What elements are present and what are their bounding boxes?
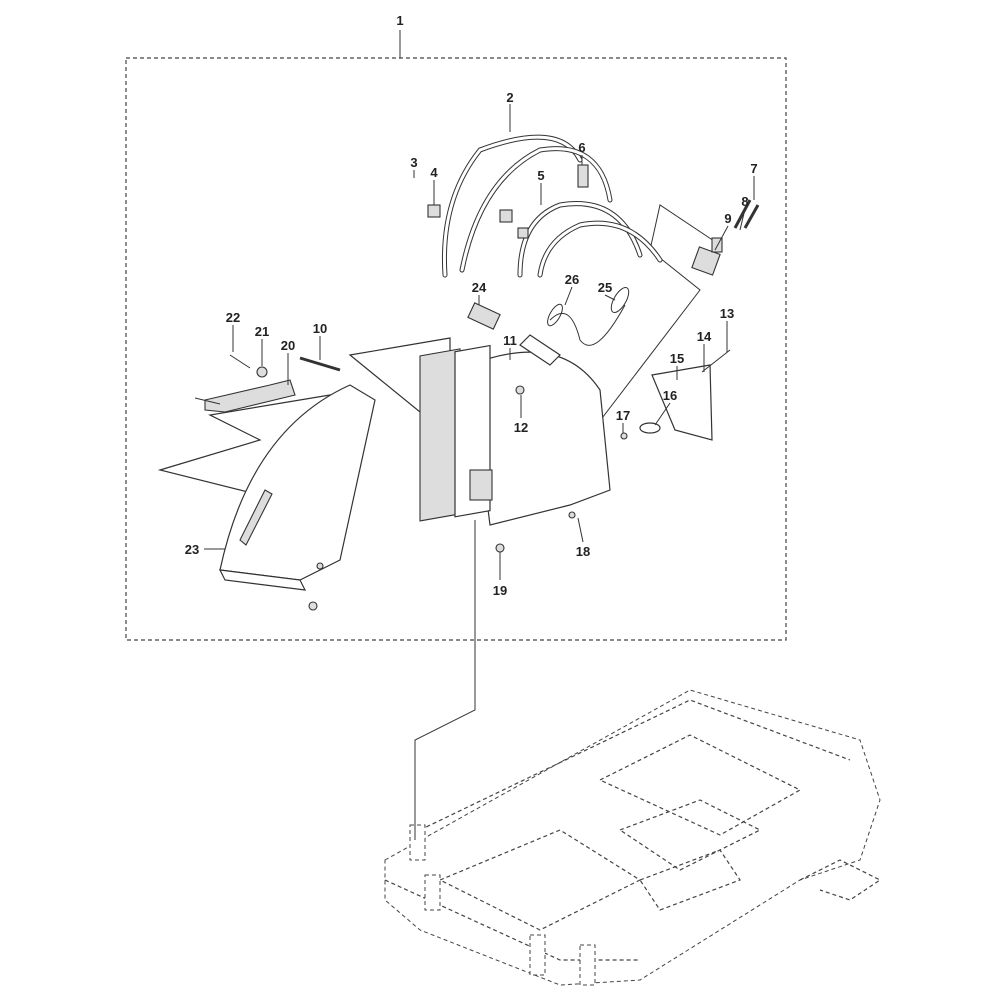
bracket-part xyxy=(204,379,296,413)
callout-22: 22 xyxy=(226,310,240,325)
callout-17: 17 xyxy=(616,408,630,423)
callout-2: 2 xyxy=(506,90,513,105)
callout-10: 10 xyxy=(313,321,327,336)
lanyard-cable xyxy=(549,304,626,346)
rear-hood xyxy=(218,384,376,611)
callout-1: 1 xyxy=(396,13,403,28)
valve-block xyxy=(691,246,721,276)
callout-14: 14 xyxy=(697,329,712,344)
callout-6: 6 xyxy=(578,140,585,155)
blade-guard xyxy=(419,334,611,526)
callout-4: 4 xyxy=(430,165,438,180)
callout-15: 15 xyxy=(670,351,684,366)
callout-11: 11 xyxy=(503,333,517,348)
water-hoses xyxy=(441,134,663,278)
callout-18: 18 xyxy=(576,544,590,559)
callout-13: 13 xyxy=(720,306,734,321)
callout-5: 5 xyxy=(537,168,544,183)
assembly-boundary xyxy=(125,57,787,641)
callout-8: 8 xyxy=(741,194,748,209)
callout-12: 12 xyxy=(514,420,528,435)
callout-20: 20 xyxy=(281,338,295,353)
cover-plate xyxy=(651,364,713,441)
callout-19: 19 xyxy=(493,583,507,598)
callout-24: 24 xyxy=(472,280,487,295)
callout-23: 23 xyxy=(185,542,199,557)
callout-26: 26 xyxy=(565,272,579,287)
leader-to-base xyxy=(414,520,476,840)
callout-9: 9 xyxy=(724,211,731,226)
callout-21: 21 xyxy=(255,324,269,339)
callout-3: 3 xyxy=(410,155,417,170)
fitting-part xyxy=(577,164,589,188)
callout-25: 25 xyxy=(598,280,612,295)
callout-7: 7 xyxy=(750,161,757,176)
machine-base-frame xyxy=(384,689,882,986)
callout-16: 16 xyxy=(663,388,677,403)
leader-lines xyxy=(204,104,755,580)
handle-part xyxy=(467,302,501,330)
